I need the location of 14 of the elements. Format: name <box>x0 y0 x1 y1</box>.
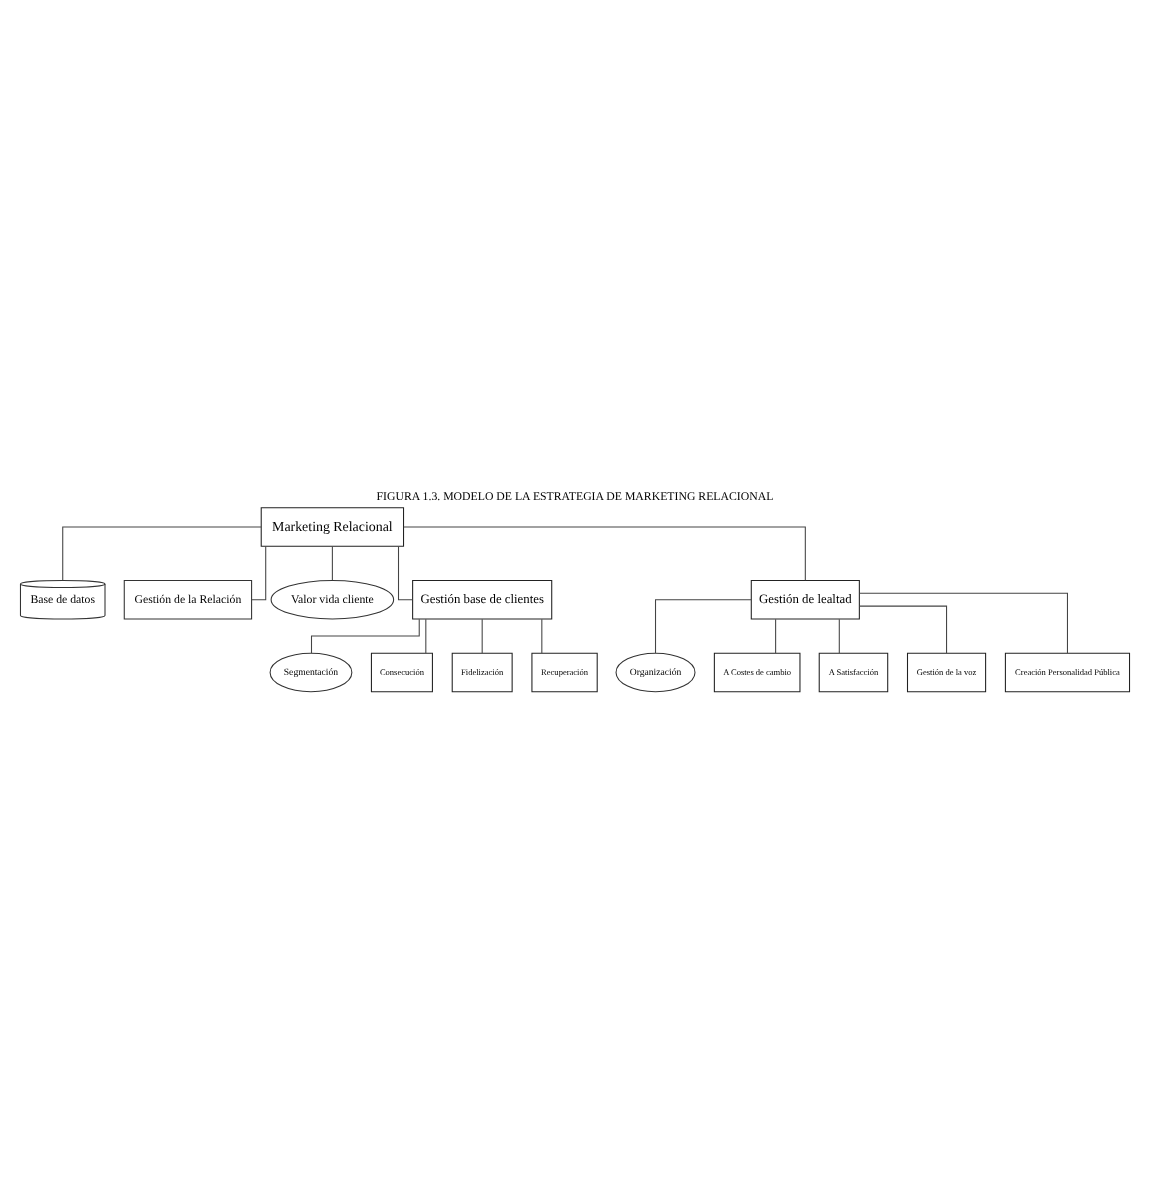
connector <box>481 618 483 654</box>
connector <box>331 545 333 581</box>
connector <box>403 526 806 581</box>
connector <box>397 545 413 601</box>
connector <box>425 618 427 654</box>
connector <box>655 599 752 654</box>
connector <box>310 618 420 654</box>
connector <box>775 618 777 654</box>
connector <box>251 545 267 601</box>
connector <box>859 605 948 654</box>
connector <box>859 592 1068 654</box>
connector <box>62 526 262 581</box>
connector <box>541 618 543 654</box>
connector <box>838 618 840 654</box>
